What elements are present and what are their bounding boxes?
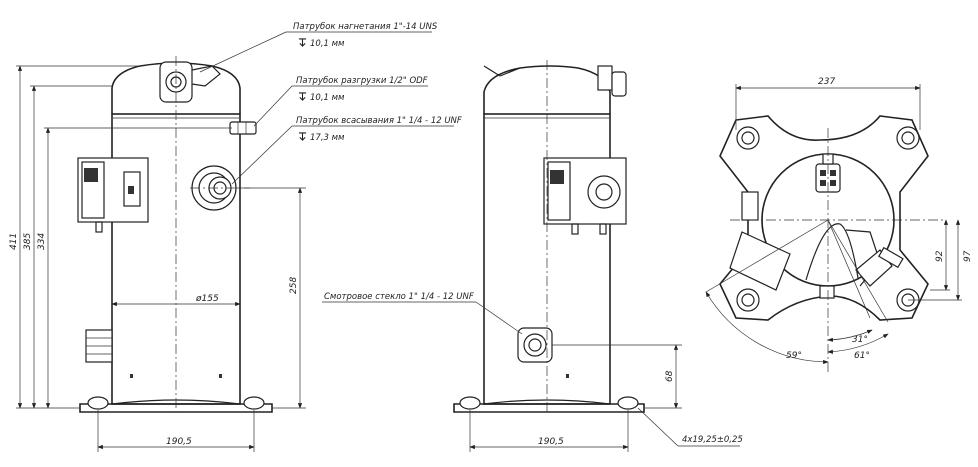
dim-angle-61: 61°: [854, 351, 870, 361]
suction-label: Патрубок всасывания 1" 1/4 - 12 UNF: [296, 116, 462, 126]
dim-offset-92: 92: [935, 250, 945, 262]
dim-height-total: 411: [9, 233, 19, 250]
dim-diameter: ø155: [195, 294, 219, 304]
front-view: [77, 56, 273, 413]
dim-width-front: 190,5: [166, 437, 192, 447]
suction-depth: 17,3 мм: [310, 133, 345, 143]
discharge-depth: 10,1 мм: [310, 39, 345, 49]
dim-offset-97: 97: [963, 250, 973, 262]
relief-label: Патрубок разгрузки 1/2" ODF: [296, 76, 428, 86]
dim-height-suction-body: 334: [37, 233, 47, 250]
side-view: [453, 60, 645, 413]
dim-width-side: 190,5: [538, 437, 564, 447]
dim-top-width: 237: [818, 77, 835, 87]
dim-angle-59: 59°: [786, 351, 802, 361]
dim-height-relief: 385: [23, 233, 33, 250]
top-view: [705, 115, 946, 372]
dimension-lines: [16, 65, 962, 452]
leader-lines: [199, 31, 740, 447]
dim-suction-height: 258: [289, 277, 299, 294]
sightglass-label: Смотровое стекло 1" 1/4 - 12 UNF: [324, 292, 474, 302]
dim-sightglass-height: 68: [665, 370, 675, 382]
mount-holes-label: 4x19,25±0,25: [682, 435, 743, 445]
dim-angle-31: 31°: [852, 335, 868, 345]
discharge-label: Патрубок нагнетания 1"-14 UNS: [293, 22, 438, 32]
relief-depth: 10,1 мм: [310, 93, 345, 103]
